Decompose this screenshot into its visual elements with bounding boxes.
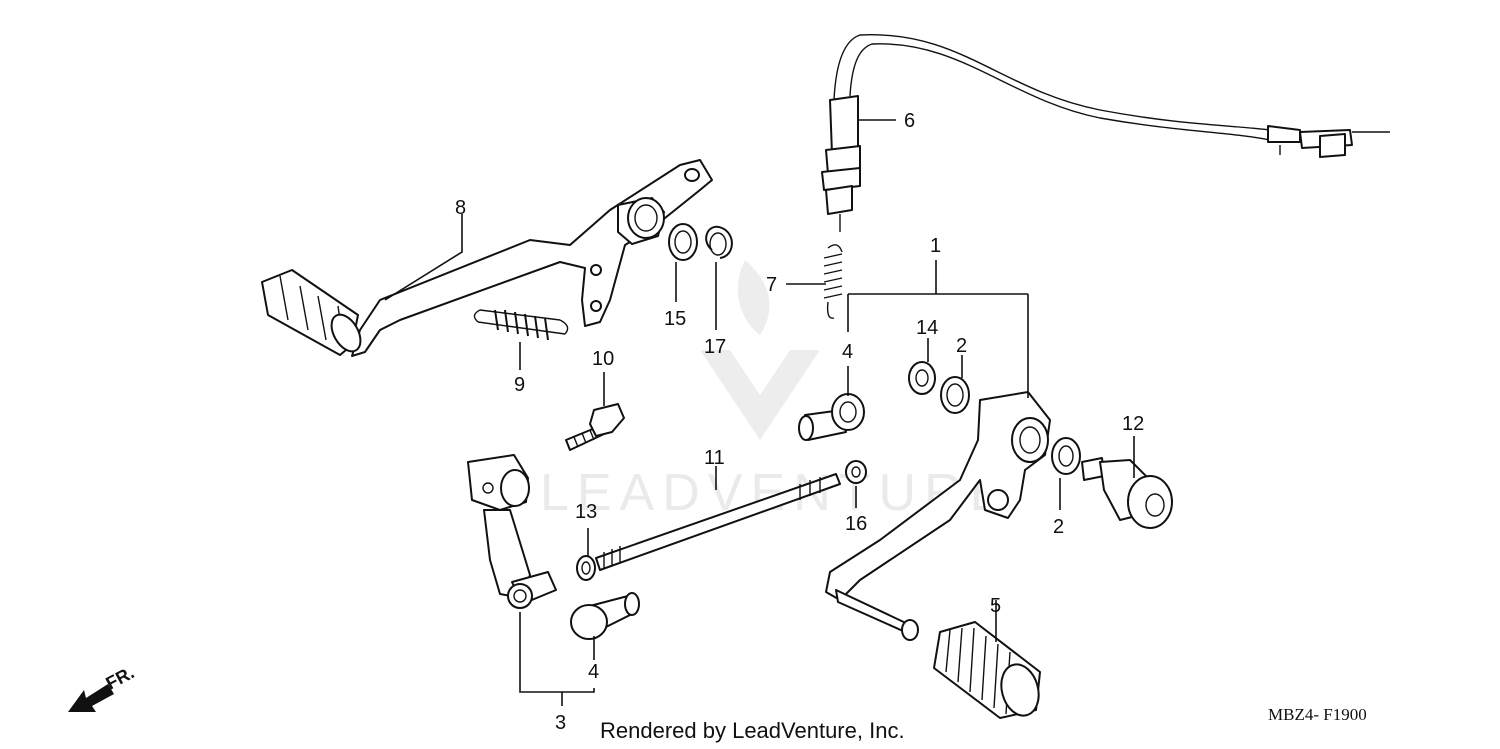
shift-rubber	[933, 621, 1041, 719]
callout-6: 6	[904, 110, 915, 132]
bushing-2-upper	[940, 376, 970, 414]
callout-2-upper: 2	[956, 335, 967, 357]
callout-2-lower: 2	[1053, 516, 1064, 538]
callout-3: 3	[555, 712, 566, 734]
tie-rod	[595, 473, 841, 571]
ball-joint-lower	[570, 592, 640, 640]
switch-spring	[823, 244, 843, 319]
callout-9: 9	[514, 374, 525, 396]
callout-7: 7	[766, 274, 777, 296]
nut-16	[845, 460, 867, 484]
gearshift-pedal	[825, 391, 1051, 641]
callout-14: 14	[916, 317, 938, 339]
callout-4-upper: 4	[842, 341, 853, 363]
callout-16: 16	[845, 513, 867, 535]
callout-17: 17	[704, 336, 726, 358]
callouts: 1 2 2 3 4 4 5 6 7 8 9 10 11 12 13 14 15 …	[455, 110, 1144, 734]
bolt-10	[565, 403, 625, 451]
callout-8: 8	[455, 197, 466, 219]
nut-13	[576, 555, 596, 581]
callout-15: 15	[664, 308, 686, 330]
callout-12: 12	[1122, 413, 1144, 435]
callout-13: 13	[575, 501, 597, 523]
front-direction-arrow: FR.	[68, 662, 137, 712]
rendered-by-footer: Rendered by LeadVenture, Inc.	[600, 718, 905, 743]
shift-arm	[467, 454, 557, 609]
pivot-bolt	[1081, 457, 1173, 529]
washer-15	[668, 223, 698, 261]
bushing-2-lower	[1051, 437, 1081, 475]
pedal-return-spring	[473, 309, 569, 341]
diagram-code: MBZ4- F1900	[1268, 705, 1367, 724]
callout-1: 1	[930, 235, 941, 257]
washer-14	[908, 361, 936, 395]
callout-5: 5	[990, 595, 1001, 617]
callout-4-lower: 4	[588, 661, 599, 683]
arrow-icon	[68, 684, 114, 712]
brake-pedal	[261, 159, 713, 357]
brake-light-switch	[821, 34, 1390, 232]
ball-joint-upper	[798, 393, 865, 441]
leader-lines	[384, 119, 1135, 706]
circlip-17	[705, 225, 733, 259]
callout-11: 11	[704, 447, 725, 469]
callout-10: 10	[592, 348, 614, 370]
